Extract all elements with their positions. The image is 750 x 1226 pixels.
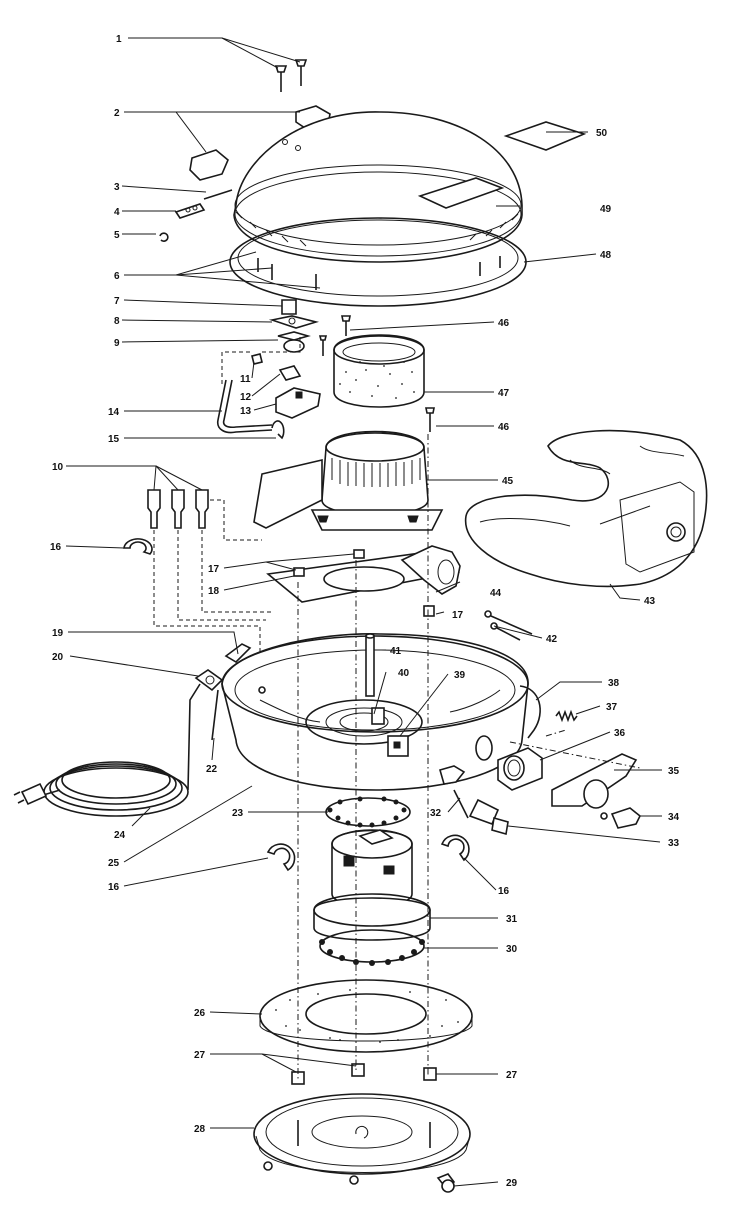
part-47-foam-filter bbox=[333, 334, 425, 408]
assembly-center-lines bbox=[297, 434, 641, 1080]
callout-8: 8 bbox=[114, 316, 120, 327]
callout-44: 44 bbox=[490, 588, 502, 599]
callout-7: 7 bbox=[114, 296, 120, 307]
callout-2: 2 bbox=[114, 108, 120, 119]
callout-42: 42 bbox=[546, 634, 558, 645]
part-45-motor-cover bbox=[253, 430, 444, 531]
part-46-screws bbox=[318, 315, 435, 432]
part-30-gasket bbox=[319, 929, 425, 966]
parts-3-4-5-latch bbox=[159, 189, 233, 242]
part-50-label bbox=[503, 121, 587, 151]
callout-4: 4 bbox=[114, 207, 120, 218]
part-41-rod bbox=[365, 633, 375, 697]
callout-15: 15 bbox=[108, 434, 120, 445]
part-31-motor bbox=[313, 829, 431, 941]
callout-31: 31 bbox=[506, 914, 518, 925]
callout-1: 1 bbox=[116, 34, 122, 45]
part-28-base bbox=[253, 1093, 471, 1175]
callout-33: 33 bbox=[668, 838, 680, 849]
callout-6: 6 bbox=[114, 271, 120, 282]
callout-17-left: 17 bbox=[208, 564, 220, 575]
callout-47: 47 bbox=[498, 388, 510, 399]
callout-24: 24 bbox=[114, 830, 126, 841]
part-36-inlet bbox=[475, 735, 543, 791]
callout-37: 37 bbox=[606, 702, 618, 713]
part-35-lever bbox=[551, 753, 638, 809]
callout-25: 25 bbox=[108, 858, 120, 869]
part-24-cord bbox=[13, 683, 201, 817]
callout-45: 45 bbox=[502, 476, 514, 487]
callout-43: 43 bbox=[644, 596, 656, 607]
callout-27-right: 27 bbox=[506, 1070, 518, 1081]
callout-39: 39 bbox=[454, 670, 466, 681]
callout-9: 9 bbox=[114, 338, 120, 349]
leader-lines bbox=[65, 37, 662, 1187]
callout-50: 50 bbox=[596, 128, 608, 139]
callout-48: 48 bbox=[600, 250, 612, 261]
part-10-connectors bbox=[147, 489, 272, 694]
part-42-screws bbox=[484, 610, 533, 641]
part-29-caster bbox=[263, 1161, 456, 1193]
callout-labels: 1 2 3 4 5 6 7 8 9 10 11 12 13 14 15 16 1… bbox=[50, 34, 680, 1189]
part-1-screws bbox=[274, 59, 308, 92]
callout-32: 32 bbox=[430, 808, 442, 819]
callout-17-right: 17 bbox=[452, 610, 464, 621]
callout-29: 29 bbox=[506, 1178, 518, 1189]
part-34-bracket bbox=[600, 807, 642, 829]
callout-20: 20 bbox=[52, 652, 64, 663]
part-37-spring bbox=[555, 709, 578, 723]
callout-49: 49 bbox=[600, 204, 612, 215]
callout-22: 22 bbox=[206, 764, 218, 775]
part-20-strain-relief bbox=[194, 669, 224, 692]
part-23-ring bbox=[325, 796, 411, 828]
callout-18: 18 bbox=[208, 586, 220, 597]
callout-14: 14 bbox=[108, 407, 120, 418]
callout-16-top: 16 bbox=[50, 542, 62, 553]
part-14-15-hose bbox=[216, 379, 285, 440]
part-49-lid bbox=[233, 111, 523, 263]
callout-38: 38 bbox=[608, 678, 620, 689]
callout-10: 10 bbox=[52, 462, 64, 473]
callout-3: 3 bbox=[114, 182, 120, 193]
callout-12: 12 bbox=[240, 392, 252, 403]
callout-46-mid: 46 bbox=[498, 422, 510, 433]
callout-27-left: 27 bbox=[194, 1050, 206, 1061]
callout-16-left: 16 bbox=[108, 882, 120, 893]
part-44-elbow bbox=[400, 545, 461, 595]
part-43-filter-bag bbox=[464, 429, 708, 588]
callout-40: 40 bbox=[398, 668, 410, 679]
callout-5: 5 bbox=[114, 230, 120, 241]
callout-13: 13 bbox=[240, 406, 252, 417]
callout-35: 35 bbox=[668, 766, 680, 777]
part-26-foam-ring bbox=[259, 979, 473, 1053]
callout-41: 41 bbox=[390, 646, 402, 657]
callout-16-right: 16 bbox=[498, 886, 510, 897]
part-33-connector bbox=[468, 798, 509, 836]
switch-assembly-7-13 bbox=[221, 299, 321, 419]
callout-46-top: 46 bbox=[498, 318, 510, 329]
part-2-handle-clips bbox=[189, 105, 331, 181]
callout-11: 11 bbox=[240, 374, 251, 385]
part-32-switch bbox=[439, 765, 469, 819]
part-38-hook bbox=[519, 685, 541, 739]
part-16-clip-top bbox=[123, 538, 153, 555]
callout-30: 30 bbox=[506, 944, 518, 955]
callout-26: 26 bbox=[194, 1008, 206, 1019]
callout-36: 36 bbox=[614, 728, 626, 739]
part-16-clip-left bbox=[266, 843, 296, 872]
callout-23: 23 bbox=[232, 808, 244, 819]
part-22-wire bbox=[211, 689, 219, 741]
part-16-clip-right bbox=[440, 834, 470, 862]
callout-19: 19 bbox=[52, 628, 64, 639]
callout-34: 34 bbox=[668, 812, 680, 823]
callout-28: 28 bbox=[194, 1124, 206, 1135]
part-27-nuts bbox=[291, 1063, 437, 1085]
